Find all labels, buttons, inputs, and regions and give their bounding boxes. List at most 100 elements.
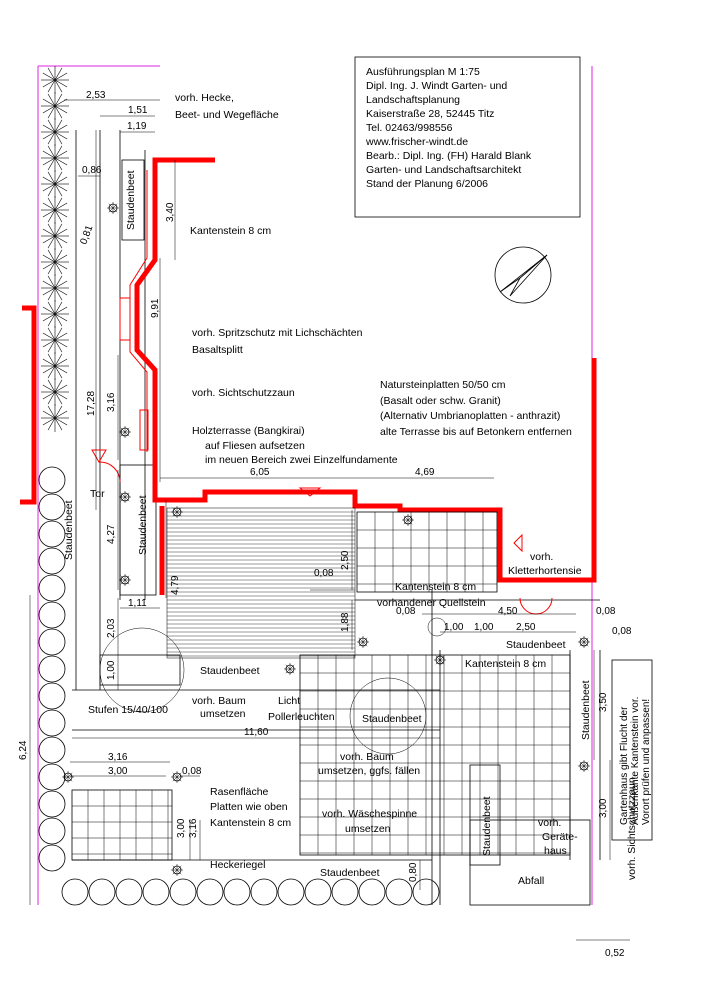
dim: 4,27 [106, 524, 117, 544]
compass-icon [494, 246, 552, 304]
label-kantenstein: Kantenstein 8 cm [210, 817, 291, 829]
shrub-circle [115, 878, 143, 906]
label-kantenstein: Kantenstein 8 cm [190, 225, 271, 237]
label-naturstein: Natursteinplatten 50/50 cm [380, 379, 506, 391]
label-stufen: Stufen 15/40/100 [88, 704, 168, 716]
dim: 2,50 [340, 550, 351, 570]
label-holzterrasse: im neuen Bereich zwei Einzelfundamente [205, 454, 398, 466]
shrub-circle [38, 574, 66, 602]
label-gartenhaus: Vorort prüfen und anpassen! [641, 699, 652, 825]
hedge-shrub-icon [41, 222, 69, 250]
label-licht: Pollerleuchten [268, 711, 335, 723]
label-geraete: vorh. [538, 817, 561, 829]
shrub-circle [88, 878, 116, 906]
lamp-icon [171, 864, 183, 876]
shrub-circle [331, 878, 359, 906]
label-staudenbeet: Staudenbeet [506, 639, 566, 651]
label-heckeriegel: Heckeriegel [210, 859, 265, 871]
label-naturstein: (Basalt oder schw. Granit) [380, 395, 501, 407]
label-sichtschutz: vorh. Sichtschutzzaun [626, 777, 638, 880]
label-baum: vorh. Baum [192, 695, 246, 707]
label-staudenbeet: Staudenbeet [63, 500, 75, 560]
dim: 3,00 [176, 818, 187, 838]
label-naturstein: alte Terrasse bis auf Betonkern entferne… [380, 426, 572, 438]
lamp-icon [284, 663, 296, 675]
dim: 9,91 [150, 298, 161, 318]
shrub-circle [38, 520, 66, 548]
dim: 4,79 [170, 575, 181, 595]
label-staudenbeet: Staudenbeet [320, 867, 380, 879]
label-holzterrasse: auf Fliesen aufsetzen [205, 440, 305, 452]
hedge-shrub-icon [41, 196, 69, 224]
label-baum: vorh. Baum [340, 751, 394, 763]
dim: 3,00 [598, 798, 609, 818]
lawn-slab-grid [71, 789, 173, 861]
shrub-circle [38, 709, 66, 737]
lamp-icon [62, 771, 74, 783]
hedge-shrub-icon [41, 404, 69, 432]
shrub-circle [38, 601, 66, 629]
lamp-icon [119, 426, 131, 438]
shrub-circle [223, 878, 251, 906]
shrub-circle [277, 878, 305, 906]
spritzschutz [119, 170, 149, 452]
label-geraete: Geräte- [542, 831, 578, 843]
label-kantenstein: Kantenstein 8 cm [465, 658, 546, 670]
title-block-frame [354, 56, 581, 218]
shrub-circle [304, 878, 332, 906]
label-waesche: umsetzen [345, 823, 391, 835]
title-line: www.frischer-windt.de [365, 136, 468, 148]
shrub-circle [38, 763, 66, 791]
hedge-shrub-icon [41, 274, 69, 302]
lamp-icon [402, 514, 414, 526]
dim: 1,11 [128, 598, 147, 609]
hedge-shrub-icon [41, 352, 69, 380]
dim: 1,88 [340, 612, 351, 632]
dim: 0,08 [396, 606, 416, 617]
shrub-circle [38, 844, 66, 872]
title-line: Tel. 02463/998556 [366, 122, 453, 134]
label-staudenbeet: Staudenbeet [481, 796, 493, 856]
dim: 11,60 [244, 727, 269, 738]
label-waesche: vorh. Wäschespinne [322, 808, 417, 820]
title-block: Ausführungsplan M 1:75 Dipl. Ing. J. Win… [365, 66, 532, 190]
dim: 1,00 [106, 660, 117, 680]
hedge-shrub-icon [41, 300, 69, 328]
hedge-shrub-icon [41, 144, 69, 172]
hedge-shrub-icon [41, 92, 69, 120]
lamp-icon [171, 506, 183, 518]
label-kletterhortensie: vorh. [530, 551, 553, 563]
lamp-icon [119, 491, 131, 503]
dimension-lines [29, 99, 630, 941]
hedge-shrub-icon [41, 118, 69, 146]
lamp-icon [171, 771, 183, 783]
dim: 3,16 [108, 752, 128, 763]
shrub-circle [196, 878, 224, 906]
lamp-icon [357, 636, 369, 648]
label-tor: Tor [90, 488, 105, 500]
plan-outlines [72, 470, 601, 906]
label-geraete: haus [544, 845, 567, 857]
label-rasen: Rasenfläche [210, 786, 269, 798]
label-abfall: Abfall [518, 875, 544, 887]
dim: 3,16 [106, 392, 117, 412]
label-staudenbeet: Staudenbeet [580, 680, 592, 740]
dim: 1,00 [474, 622, 494, 633]
label-hecke: Beet- und Wegefläche [175, 109, 279, 121]
dim: 1,51 [128, 105, 148, 116]
shrub-circle [38, 736, 66, 764]
shrub-circle [38, 466, 66, 494]
label-gartenhaus: Außenkante Kantenstein vor. [630, 697, 641, 825]
label-staudenbeet: Staudenbeet [137, 495, 149, 555]
dim: 6,05 [250, 467, 270, 478]
label-gartenhaus: Gartenhaus gibt Flucht der [619, 706, 630, 825]
shrub-circle [412, 878, 440, 906]
dim: 1,00 [444, 622, 464, 633]
pollerleuchten [62, 202, 590, 876]
label-quellstein: vorhandener Quellstein [377, 597, 486, 609]
dim: 0,52 [605, 948, 625, 959]
hedge-shrub-icon [41, 248, 69, 276]
label-sichtschutzzaun: vorh. Sichtschutzzaun [192, 387, 295, 399]
dim: 4,50 [498, 606, 518, 617]
